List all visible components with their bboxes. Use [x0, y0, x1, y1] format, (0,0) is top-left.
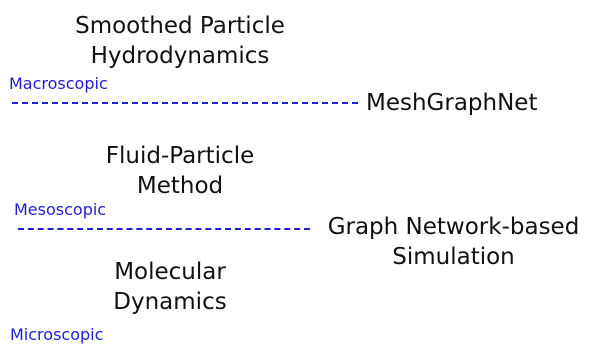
method-md-line2: Dynamics: [113, 289, 227, 315]
scale-microscopic-label: Microscopic: [10, 325, 104, 344]
model-meshgraphnet-line1: MeshGraphNet: [366, 90, 538, 116]
method-sph-line1: Smoothed Particle: [75, 13, 285, 39]
model-gns-line1: Graph Network-based: [327, 214, 580, 240]
method-sph-label: Smoothed Particle Hydrodynamics: [60, 11, 300, 71]
method-fpm-line2: Method: [136, 173, 224, 199]
macroscopic-divider-dashed: [12, 102, 358, 104]
model-meshgraphnet-label: MeshGraphNet: [366, 88, 537, 118]
scale-macroscopic-label: Macroscopic: [9, 74, 108, 93]
method-fpm-label: Fluid-Particle Method: [70, 141, 290, 201]
method-fpm-line1: Fluid-Particle: [105, 143, 255, 169]
method-md-label: Molecular Dynamics: [80, 257, 260, 317]
method-sph-line2: Hydrodynamics: [90, 43, 270, 69]
model-gns-line2: Simulation: [392, 244, 515, 270]
method-md-line1: Molecular: [114, 259, 226, 285]
mesoscopic-divider-dashed: [18, 228, 310, 230]
scale-mesoscopic-label: Mesoscopic: [14, 200, 107, 219]
model-gns-label: Graph Network-based Simulation: [316, 212, 591, 272]
